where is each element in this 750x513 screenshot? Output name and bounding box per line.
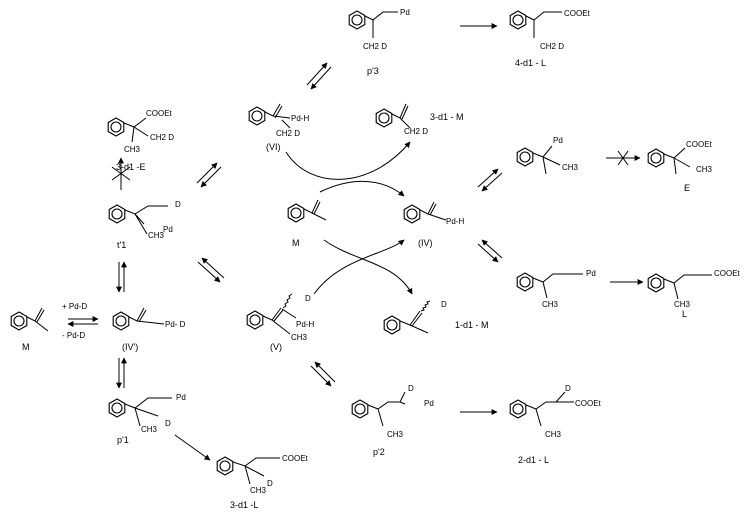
label: CH2 D [540,42,564,51]
label: COOEt [282,454,309,463]
molecule-V: D Pd-H CH3 (V) [246,293,314,352]
molecule-3-d1-L: COOEt D CH3 3-d1 -L [216,454,309,510]
label: Pd [586,269,596,278]
molecule-E: COOEt CH3 E [647,140,713,193]
molecule-p2: D Pd CH3 p'2 [351,384,434,457]
caption: p'2 [373,447,385,457]
label: Pd-H [296,320,314,329]
caption: (IV) [418,238,433,248]
label: COOEt [564,9,591,18]
molecule-3-d1-E: COOEt CH2 D CH3 3-d1 -E [107,109,174,172]
molecule-primary-pd: Pd CH3 [516,269,596,309]
caption: p'1 [117,435,129,445]
caption: (IV') [122,342,138,352]
label: COOEt [686,140,713,149]
label: D [565,384,571,393]
label: Pd-H [291,114,309,123]
reagent-remove-label: - Pd-D [62,331,85,340]
label: D [305,294,311,303]
equilibrium-IV-tertiary [477,168,499,188]
caption: 4-d1 - L [515,58,546,68]
label: CH3 [562,163,579,172]
molecule-3-d1-M: CH2 D 3-d1 - M [375,103,464,136]
label: CH2 D [150,133,174,142]
label: Pd [176,393,186,402]
molecule-L: COOEt CH3 L [647,269,741,319]
label: Pd [400,8,410,17]
curve-VI-to-3d1M [285,141,411,180]
caption: M [22,342,30,352]
label: CH3 [148,231,165,240]
label: CH3 [250,486,267,495]
label: CH3 [124,145,141,154]
label: COOEt [714,269,741,278]
molecule-tertiary-pd: Pd CH3 [516,136,579,175]
label: COOEt [146,109,173,118]
caption: L [682,309,687,319]
caption: t'1 [117,240,126,250]
label: D [175,200,181,209]
label: CH3 [545,430,562,439]
equilibrium-IV-primary [477,243,499,263]
label: CH2 D [404,127,428,136]
caption: 3-d1 -E [116,162,146,172]
label: D [441,300,447,309]
molecule-t1: D Pd CH3 t'1 [108,200,181,250]
label: Pd [553,136,563,145]
curve-M-to-IV-upper [319,180,405,197]
label: CH3 [674,300,691,309]
molecule-M-center: M [287,199,327,248]
label: Pd- D [165,320,186,329]
label: D [408,384,414,393]
label: CH3 [141,425,158,434]
label: COOEt [575,399,602,408]
caption: (V) [270,342,282,352]
molecule-M-left: M [10,307,49,352]
equilibrium-V-p2 [310,365,332,387]
molecule-1-d1-M: D 1-d1 - M [383,300,489,335]
curve-M-to-1d1M [323,239,413,295]
caption: M [292,238,300,248]
molecule-2-d1-L: D COOEt CH3 2-d1 - L [509,384,602,465]
label: Pd [424,399,434,408]
block-mark [617,150,629,166]
equilibrium-t1-VI [196,162,218,184]
molecule-IVp: Pd- D (IV') [112,307,186,352]
caption: 2-d1 - L [518,455,549,465]
label: D [165,419,171,428]
label: CH3 [542,300,559,309]
equilibrium-t1-V [197,261,221,283]
caption: (VI) [266,142,281,152]
caption: 3-d1 - M [430,112,464,122]
block-mark [111,166,131,181]
caption: p'3 [367,66,379,76]
label: CH2 D [276,129,300,138]
molecule-p1: Pd CH3 D p'1 [108,393,186,445]
label: CH3 [387,430,404,439]
caption: 3-d1 -L [230,500,259,510]
label: CH3 [291,333,308,342]
label: D [267,479,273,488]
label: CH3 [696,165,713,174]
curve-V-to-IV [313,239,405,295]
molecule-IV: Pd-H (IV) [403,201,464,248]
label: CH2 D [363,42,387,51]
arrow-p1-to-3d1L [174,434,211,461]
molecule-4-d1-L: COOEt CH2 D 4-d1 - L [509,9,591,68]
molecule-p3: Pd CH2 D p'3 [348,8,410,76]
equilibrium-VI-p3 [306,62,328,86]
reagent-add-label: + Pd-D [62,302,87,311]
caption: 1-d1 - M [455,320,489,330]
label: Pd [163,225,173,234]
caption: E [684,183,690,193]
arrows [67,23,644,461]
molecule-VI: Pd-H CH2 D (VI) [248,103,309,152]
label: Pd-H [446,217,464,226]
